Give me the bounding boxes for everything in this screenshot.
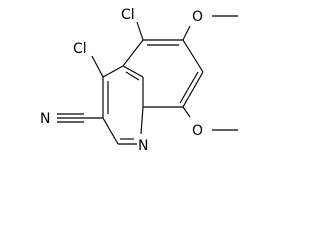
bond-c4-cl (91, 55, 104, 78)
atom-cl-4: Cl (73, 41, 87, 57)
bond-c5-cl (136, 21, 144, 41)
bond-c6-c7 (182, 39, 204, 73)
bond-c4a-c8a-inner (125, 71, 140, 81)
bond-c4a-c8a (122, 65, 144, 78)
bond-c4a-c5 (122, 39, 144, 67)
bond-c4-c4a (102, 65, 124, 78)
bond-c7-c8-inner (179, 71, 199, 104)
bond-c8a-n1-side (140, 106, 144, 135)
atom-labels: Cl Cl O O N N (40, 7, 203, 154)
bond-c7-c8 (182, 71, 204, 108)
molecule-drawing: Cl Cl O O N N (40, 7, 238, 154)
atom-o-8: O (192, 123, 203, 139)
atom-cl-5: Cl (121, 7, 135, 23)
bond-c8-o (182, 106, 191, 118)
atom-n-nitrile: N (40, 111, 50, 127)
bond-c6-o (182, 25, 191, 41)
atom-n-1: N (138, 138, 148, 154)
bonds (57, 15, 238, 145)
structure-canvas: Cl Cl O O N N (40, 7, 238, 154)
bond-c2-c3 (102, 117, 119, 145)
atom-o-6: O (192, 9, 203, 25)
